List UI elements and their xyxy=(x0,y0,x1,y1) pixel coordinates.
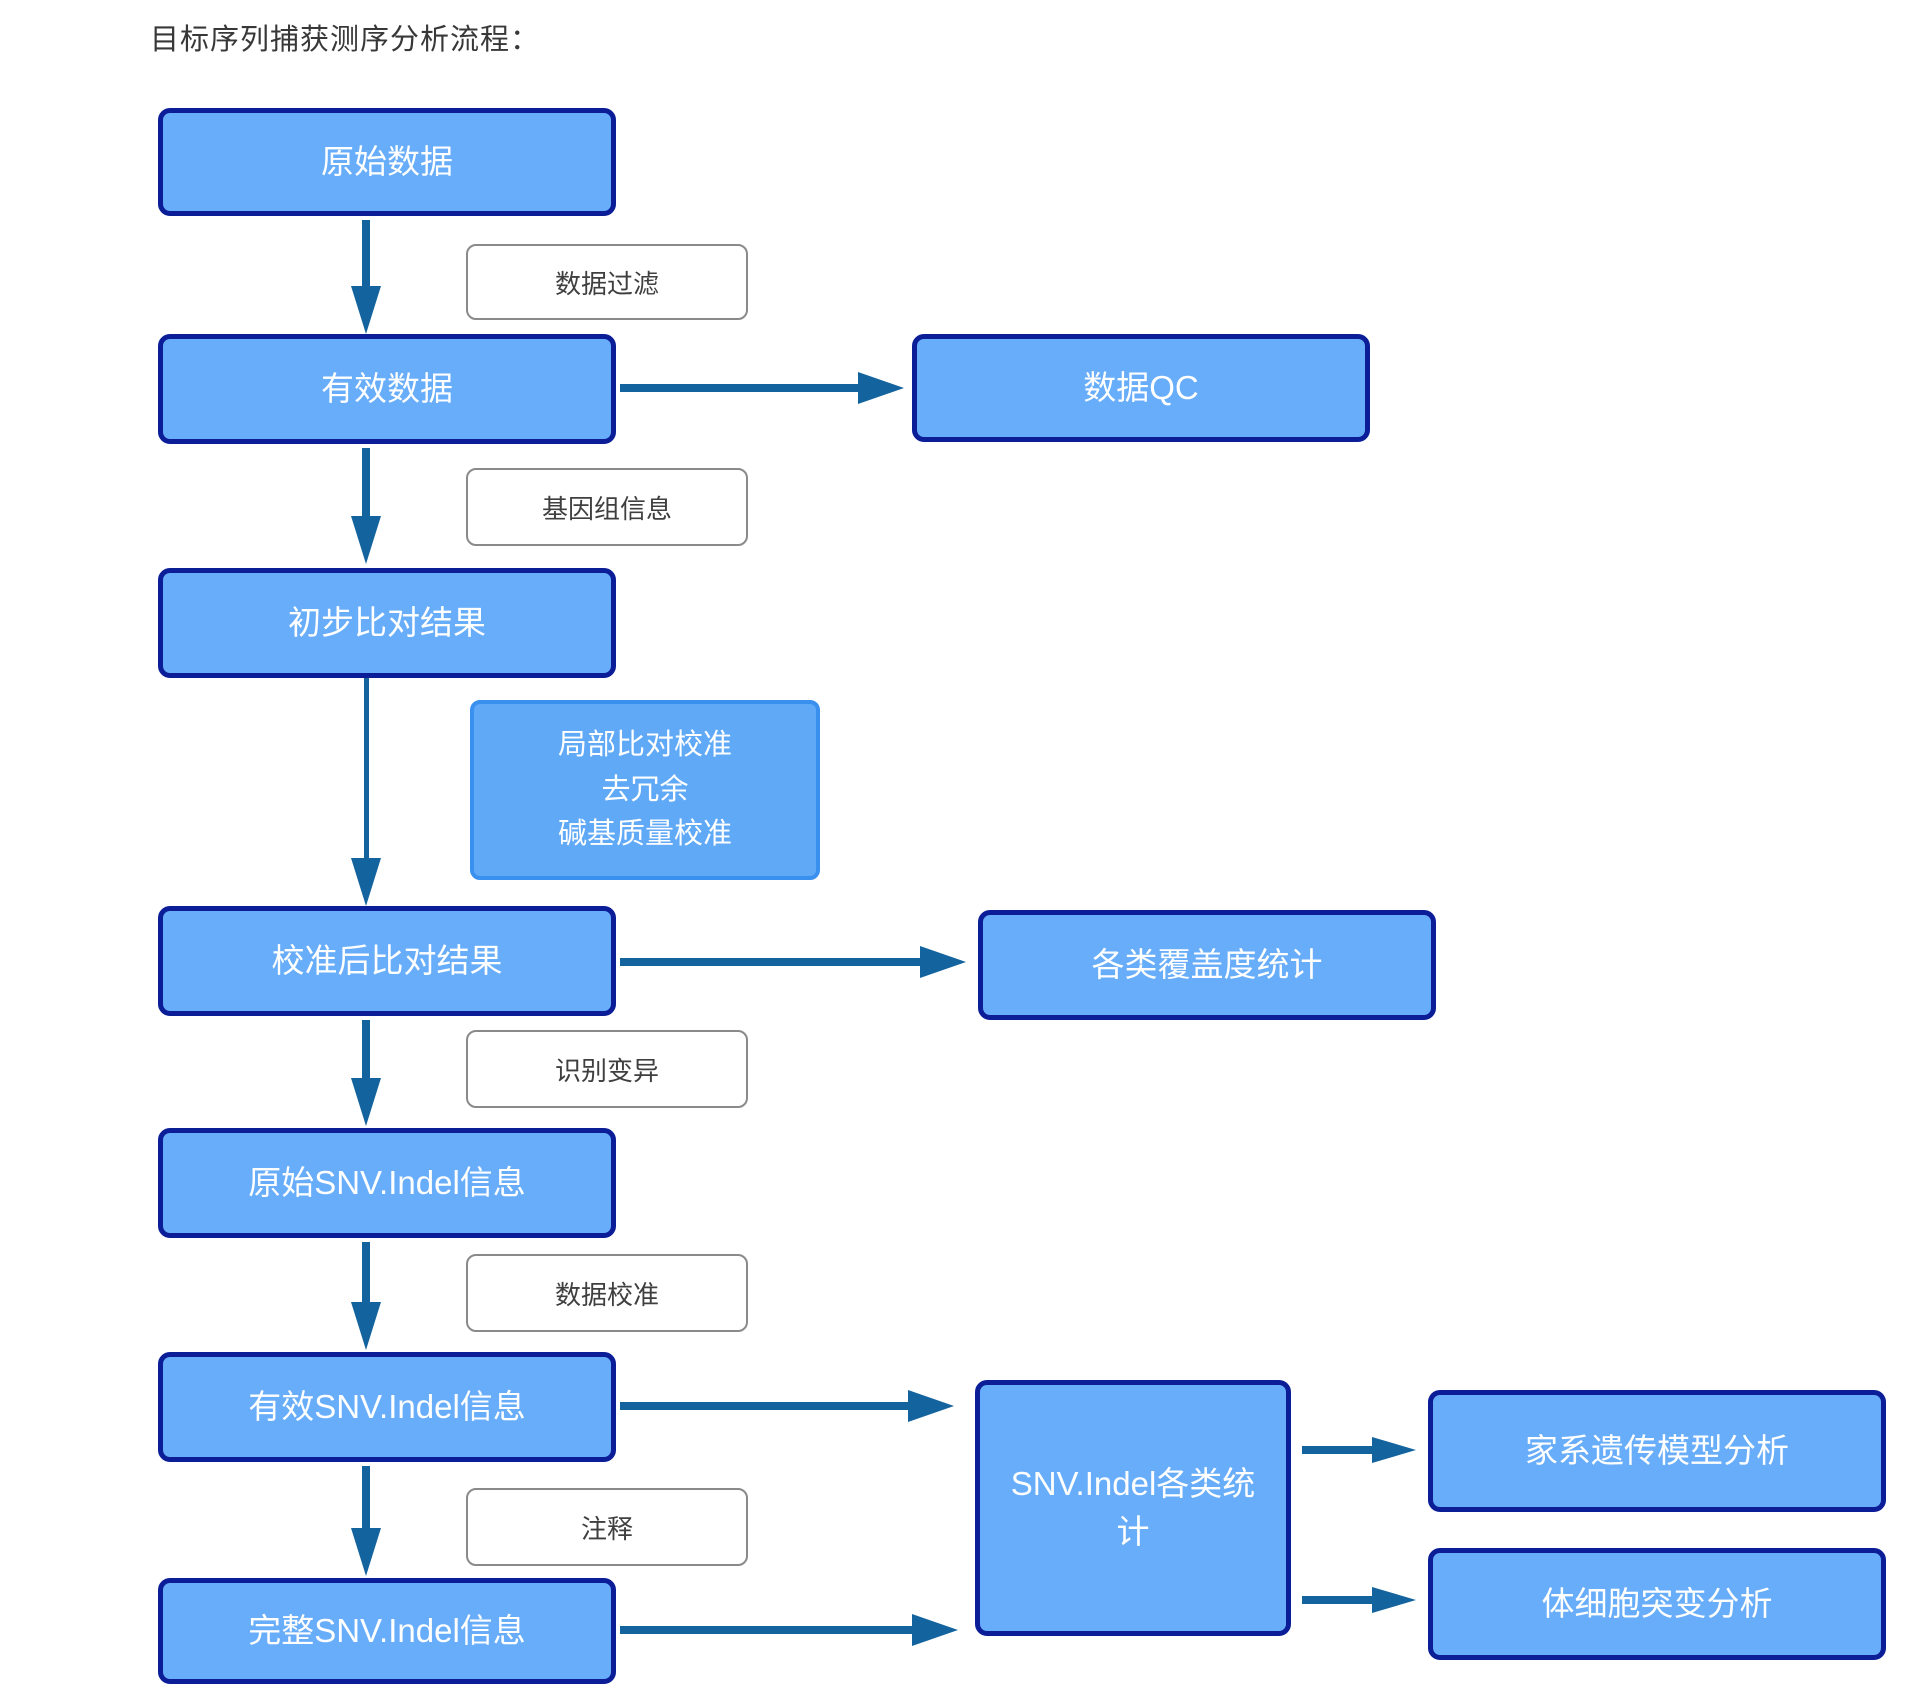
node-somatic-mutation-label: 体细胞突变分析 xyxy=(1541,1585,1773,1623)
step-label-variant-calling: 识别变异 xyxy=(466,1030,748,1108)
node-coverage-stats: 各类覆盖度统计 xyxy=(978,910,1436,1020)
node-somatic-mutation: 体细胞突变分析 xyxy=(1428,1548,1886,1660)
node-snv-indel-stats-label: SNV.Indel各类统计 xyxy=(1010,1465,1256,1550)
node-valid-data-label: 有效数据 xyxy=(321,370,453,408)
node-data-qc: 数据QC xyxy=(912,334,1370,442)
node-valid-snv-indel: 有效SNV.Indel信息 xyxy=(158,1352,616,1462)
process-local-realign: 局部比对校准 去冗余 碱基质量校准 xyxy=(470,700,820,880)
step-label-variant-calling-text: 识别变异 xyxy=(554,1055,659,1086)
node-raw-snv-indel: 原始SNV.Indel信息 xyxy=(158,1128,616,1238)
step-label-genome-info: 基因组信息 xyxy=(466,468,748,546)
node-calibrated-alignment: 校准后比对结果 xyxy=(158,906,616,1016)
node-family-model-label: 家系遗传模型分析 xyxy=(1525,1432,1789,1470)
page-title: 目标序列捕获测序分析流程： xyxy=(150,24,541,56)
node-valid-snv-indel-label: 有效SNV.Indel信息 xyxy=(248,1388,526,1426)
node-initial-alignment: 初步比对结果 xyxy=(158,568,616,678)
process-local-realign-line3: 碱基质量校准 xyxy=(557,818,732,851)
node-complete-snv-indel: 完整SNV.Indel信息 xyxy=(158,1578,616,1684)
node-valid-data: 有效数据 xyxy=(158,334,616,444)
step-label-data-filter: 数据过滤 xyxy=(466,244,748,320)
process-local-realign-line1: 局部比对校准 xyxy=(557,728,732,761)
node-snv-indel-stats: SNV.Indel各类统计 xyxy=(975,1380,1291,1636)
node-calibrated-alignment-label: 校准后比对结果 xyxy=(271,942,503,980)
node-raw-snv-indel-label: 原始SNV.Indel信息 xyxy=(248,1164,526,1202)
node-initial-alignment-label: 初步比对结果 xyxy=(288,604,486,642)
node-raw-data-label: 原始数据 xyxy=(321,143,453,181)
step-label-data-filter-text: 数据过滤 xyxy=(554,268,659,299)
node-complete-snv-indel-label: 完整SNV.Indel信息 xyxy=(248,1612,526,1650)
step-label-annotation-text: 注释 xyxy=(580,1513,633,1544)
step-label-genome-info-text: 基因组信息 xyxy=(541,493,672,524)
node-coverage-stats-label: 各类覆盖度统计 xyxy=(1091,946,1323,984)
node-family-model: 家系遗传模型分析 xyxy=(1428,1390,1886,1512)
node-raw-data: 原始数据 xyxy=(158,108,616,216)
process-local-realign-line2: 去冗余 xyxy=(601,773,689,806)
node-data-qc-label: 数据QC xyxy=(1083,369,1199,407)
step-label-data-calibration-text: 数据校准 xyxy=(554,1279,659,1310)
step-label-data-calibration: 数据校准 xyxy=(466,1254,748,1332)
step-label-annotation: 注释 xyxy=(466,1488,748,1566)
